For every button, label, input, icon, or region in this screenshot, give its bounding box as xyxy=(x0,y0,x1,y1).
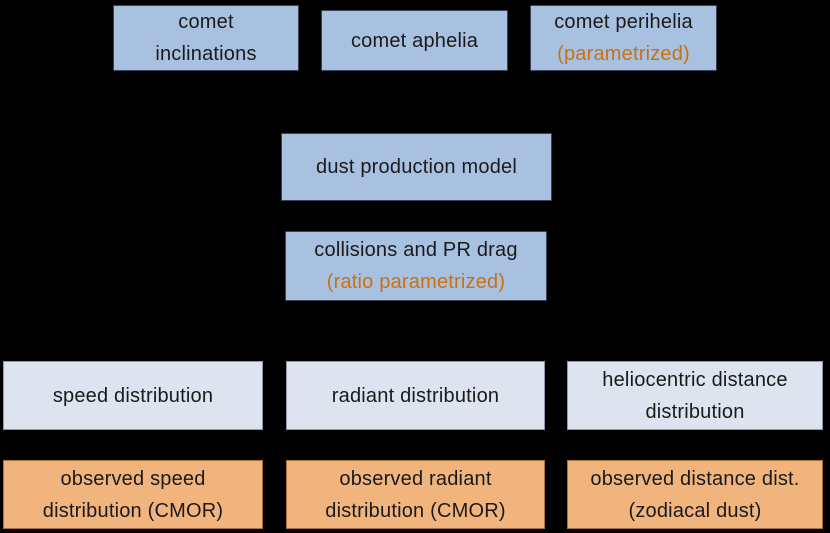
node-label-line: (zodiacal dust) xyxy=(628,499,762,522)
node-speed-distribution: speed distribution xyxy=(3,361,263,430)
node-label-line: distribution (CMOR) xyxy=(42,499,224,522)
node-label-line: distribution (CMOR) xyxy=(325,499,506,522)
node-heliocentric-distance-distribution: heliocentric distance distribution xyxy=(567,361,823,430)
node-comet-perihelia: comet perihelia (parametrized) xyxy=(530,5,717,71)
node-label-line: comet xyxy=(178,11,234,33)
node-label-line: dust production model xyxy=(316,156,517,178)
node-label-line: distribution xyxy=(645,400,745,423)
node-comet-inclinations: comet inclinations xyxy=(113,5,299,71)
node-label-line-parametrized: (ratio parametrized) xyxy=(326,271,506,293)
node-observed-distance-distribution: observed distance dist. (zodiacal dust) xyxy=(567,460,823,529)
node-label-line: heliocentric distance xyxy=(602,368,788,391)
node-label-line: inclinations xyxy=(155,43,257,65)
node-label-line-parametrized: (parametrized) xyxy=(557,43,690,65)
node-label-line: observed radiant xyxy=(339,467,492,490)
node-collisions-pr-drag: collisions and PR drag (ratio parametriz… xyxy=(285,231,547,301)
node-comet-aphelia: comet aphelia xyxy=(321,10,508,71)
node-label-line: speed distribution xyxy=(52,384,214,407)
node-label-line: collisions and PR drag xyxy=(314,239,518,261)
node-radiant-distribution: radiant distribution xyxy=(286,361,545,430)
node-dust-production-model: dust production model xyxy=(281,133,552,201)
node-observed-radiant-distribution: observed radiant distribution (CMOR) xyxy=(286,460,545,529)
node-label-line: comet aphelia xyxy=(350,29,479,52)
node-observed-speed-distribution: observed speed distribution (CMOR) xyxy=(3,460,263,529)
node-label-line: observed speed xyxy=(60,467,206,490)
node-label-line: radiant distribution xyxy=(331,384,500,407)
node-label-line: comet perihelia xyxy=(554,11,693,33)
node-label-line: observed distance dist. xyxy=(590,467,800,490)
